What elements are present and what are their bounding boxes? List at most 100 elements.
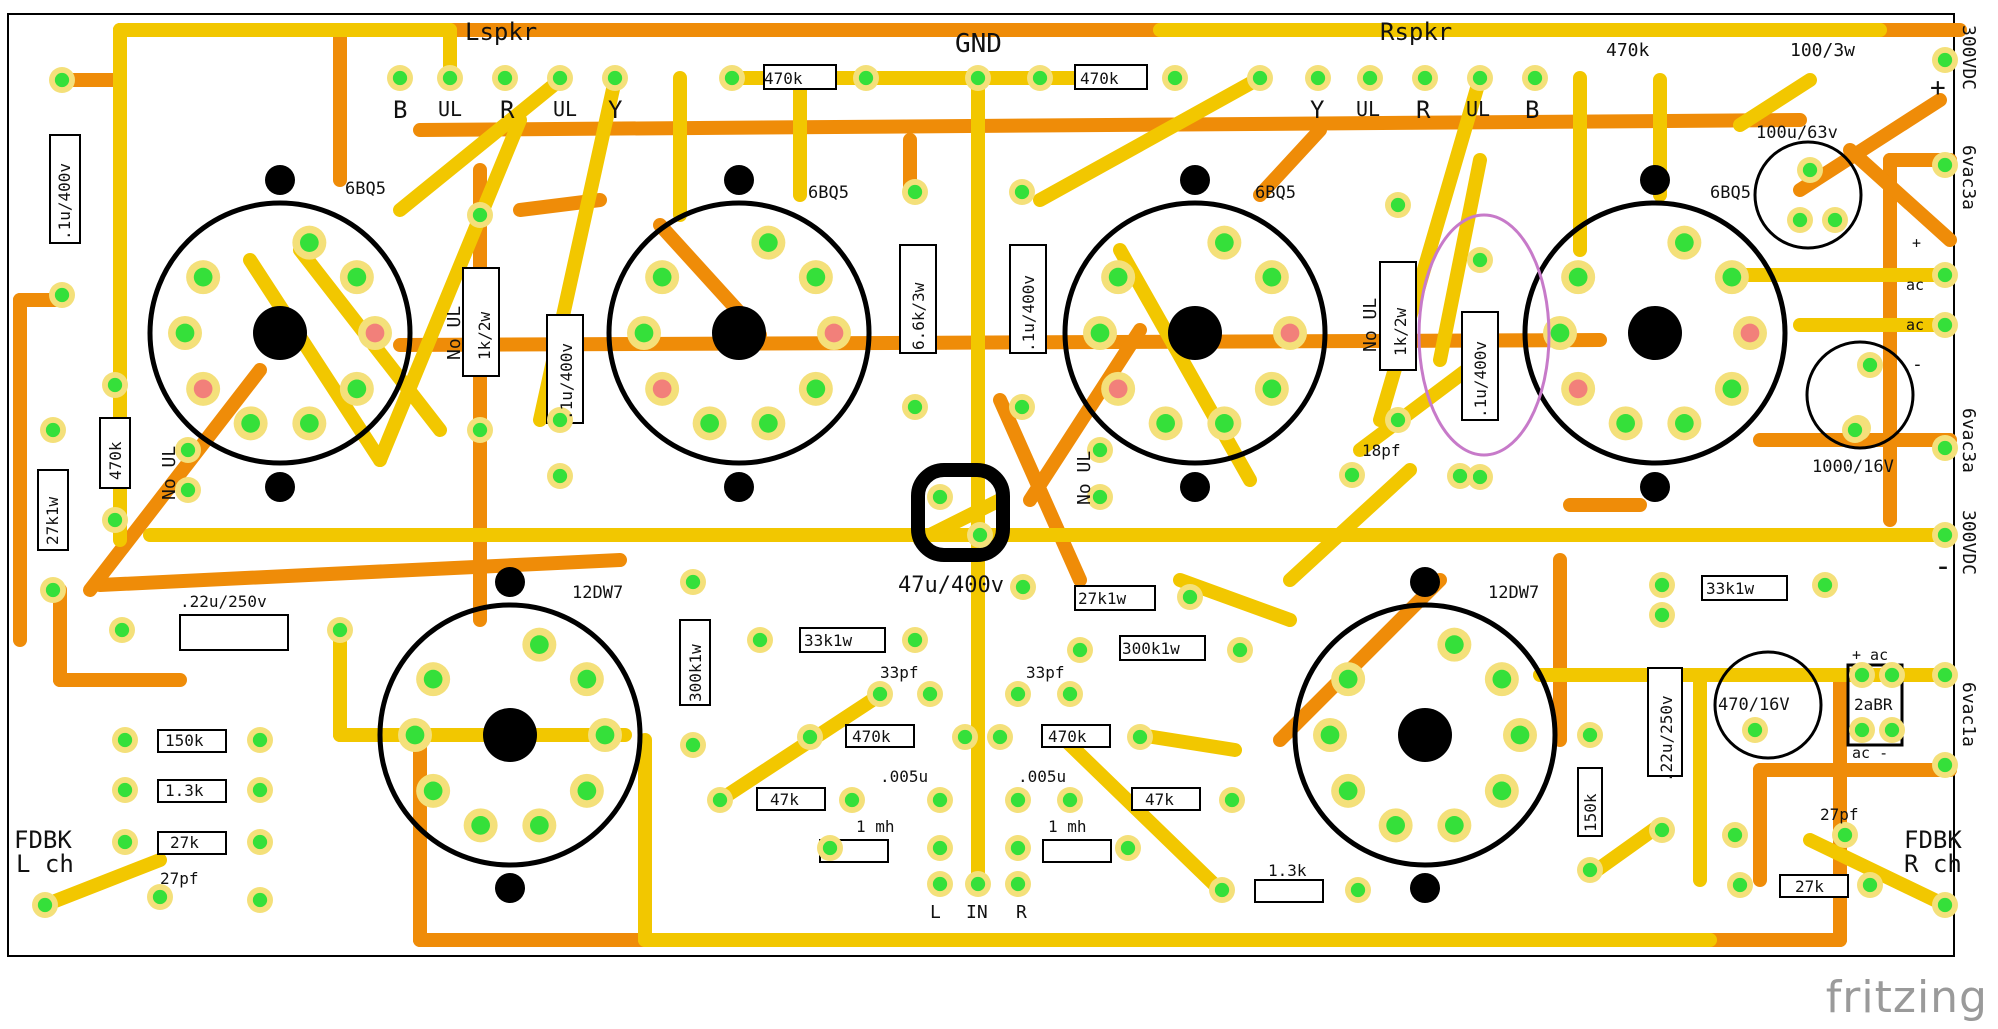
pad-center xyxy=(1167,70,1183,86)
pad-center xyxy=(54,72,70,88)
pad-center xyxy=(1445,635,1464,654)
pad-center xyxy=(1252,70,1268,86)
pad-center xyxy=(1108,267,1128,287)
pad-center xyxy=(1568,379,1588,399)
pad-center xyxy=(117,732,133,748)
fdbk-left-ch-label: L ch xyxy=(16,850,74,878)
pad-center xyxy=(652,267,672,287)
pad-center xyxy=(685,737,701,753)
left-speaker-title: Lspkr xyxy=(465,18,537,46)
resistor-label: 27k1w xyxy=(1078,589,1127,608)
pad-center xyxy=(1338,781,1358,801)
pad-center xyxy=(1108,379,1128,399)
pad-center xyxy=(252,782,268,798)
pad-center xyxy=(252,892,268,908)
pad-center xyxy=(347,379,367,399)
pad-center xyxy=(1792,212,1808,228)
pad-center xyxy=(1854,722,1870,738)
resistor-label: 150k xyxy=(1581,793,1600,832)
capacitor-470u xyxy=(1713,650,1823,760)
rspk-terminal-r: R xyxy=(1416,96,1431,124)
pad-center xyxy=(907,632,923,648)
tube-socket xyxy=(1522,165,1788,502)
pad-center xyxy=(1722,267,1742,287)
capacitor-label: 33pf xyxy=(880,663,919,682)
resistor-label: 1.3k xyxy=(165,781,204,800)
pad-center xyxy=(932,792,948,808)
pad-center xyxy=(365,323,385,343)
pad-center xyxy=(844,792,860,808)
capacitor-label: .22u/250v xyxy=(180,592,267,611)
pad-center xyxy=(1452,468,1468,484)
resistor-label: 27k1w xyxy=(43,496,62,545)
pad-center xyxy=(1747,722,1763,738)
pad-center xyxy=(1817,577,1833,593)
pad-center xyxy=(1010,792,1026,808)
pad-center xyxy=(1937,667,1953,683)
pad-center xyxy=(193,267,213,287)
pad-center xyxy=(552,412,568,428)
pad-center xyxy=(1582,862,1598,878)
pad-center xyxy=(180,442,196,458)
pad-center xyxy=(552,70,568,86)
pad-center xyxy=(922,686,938,702)
capacitor-label: 470/16V xyxy=(1718,695,1790,715)
resistor-bodies xyxy=(37,64,1849,903)
pad-center xyxy=(907,184,923,200)
resistor-label: 27k xyxy=(1795,877,1824,896)
fritzing-watermark: fritzing xyxy=(1825,972,1988,1023)
pad-center xyxy=(1010,876,1026,892)
bridge-top-label: + ac xyxy=(1852,646,1888,664)
pad-center xyxy=(1224,792,1240,808)
pad-center xyxy=(806,379,826,399)
pad-center xyxy=(1727,827,1743,843)
round-capacitors xyxy=(1713,140,1915,760)
resistor-label: 470k xyxy=(1606,40,1650,61)
pad-center xyxy=(193,379,213,399)
pad-center xyxy=(1862,357,1878,373)
vdc-minus-label: 300VDC xyxy=(1958,510,1979,575)
pad-center xyxy=(1320,725,1340,745)
pad-center xyxy=(972,527,988,543)
tube-socket xyxy=(147,165,413,502)
pad-center xyxy=(1854,667,1870,683)
fdbk-right-ch-label: R ch xyxy=(1904,850,1962,878)
pad-center xyxy=(1015,579,1031,595)
pad-center xyxy=(107,377,123,393)
vdc-plus-label: 300VDC xyxy=(1958,25,1979,90)
labels: Lspkr GND Rspkr B UL R UL Y Y UL R UL B … xyxy=(14,18,1979,923)
pad-center xyxy=(1390,197,1406,213)
pad-center xyxy=(1214,882,1230,898)
minus-sign: - xyxy=(1934,549,1952,584)
pad-center xyxy=(1182,589,1198,605)
pad-center xyxy=(107,512,123,528)
resistor-label: 33k1w xyxy=(1706,579,1755,598)
resistor-label: 470k xyxy=(852,727,891,746)
tube-socket xyxy=(377,567,643,903)
tube-pins xyxy=(168,225,1767,843)
pad-center xyxy=(1675,233,1694,252)
capacitor-1000u xyxy=(1805,340,1915,450)
lspk-terminal-ul: UL xyxy=(553,97,577,121)
pad-center xyxy=(595,725,615,745)
pad-center xyxy=(872,686,888,702)
pad-center xyxy=(1568,267,1588,287)
no-ul-label: No UL xyxy=(1074,451,1095,505)
pad-center xyxy=(1732,877,1748,893)
pad-center xyxy=(300,414,319,433)
pad-center xyxy=(241,414,260,433)
pad-center xyxy=(1827,212,1843,228)
pad-center xyxy=(497,70,513,86)
pad-center xyxy=(45,582,61,598)
resistor-label: 470k xyxy=(106,441,125,480)
capacitor-label: .005u xyxy=(880,767,928,786)
bridge-rectifier xyxy=(1846,663,1904,747)
pad-center xyxy=(423,781,443,801)
tube-label: 6BQ5 xyxy=(1255,183,1296,203)
pad-center xyxy=(175,323,195,343)
pad-center xyxy=(1550,323,1570,343)
pad-center xyxy=(759,233,778,252)
pad-center xyxy=(117,834,133,850)
pad-center xyxy=(1675,414,1694,433)
capacitor-label: 18pf xyxy=(1362,441,1401,460)
